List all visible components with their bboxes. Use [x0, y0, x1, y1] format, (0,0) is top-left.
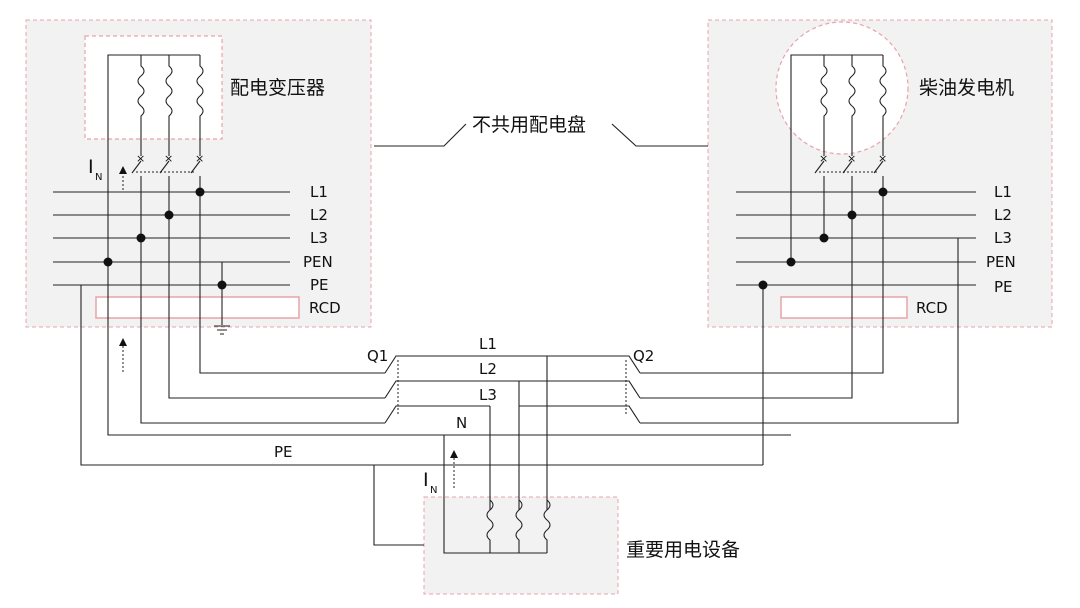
equipment-feeds [373, 356, 551, 554]
right-l2-label: L2 [994, 206, 1012, 224]
generator-windings: × × × [790, 54, 887, 262]
svg-text:×: × [878, 152, 887, 165]
q2-label: Q2 [633, 347, 654, 365]
left-rcd-label: RCD [309, 299, 341, 317]
rcd-right [780, 296, 908, 319]
leader-right [611, 123, 708, 147]
right-rcd-label: RCD [916, 299, 948, 317]
generator-title: 柴油发电机 [919, 77, 1014, 99]
right-l3-label: L3 [994, 229, 1012, 247]
right-l1-label: L1 [994, 183, 1012, 201]
left-l2-label: L2 [310, 206, 328, 224]
current-sub-bottom: N [430, 485, 437, 496]
equipment-box [423, 496, 619, 595]
mid-l3-label: L3 [479, 386, 497, 404]
not-shared-panel-label: 不共用配电盘 [472, 114, 586, 136]
generator-buses [640, 176, 976, 465]
left-pen-label: PEN [303, 253, 333, 271]
svg-text:×: × [136, 152, 145, 165]
transfer-switch-q1 [384, 355, 547, 424]
generator-winding-circle [775, 21, 909, 155]
current-label-bottom: I [423, 469, 429, 491]
svg-text:×: × [164, 152, 173, 165]
equipment-title: 重要用电设备 [626, 539, 740, 561]
q1-label: Q1 [367, 347, 388, 365]
mid-l1-label: L1 [479, 335, 497, 353]
transformer-title: 配电变压器 [230, 77, 325, 99]
mid-pe-label: PE [274, 443, 293, 461]
current-sub-top: N [95, 172, 102, 183]
rcd-left [95, 296, 300, 319]
leader-left [374, 123, 467, 147]
transformer-switches: × × × [131, 152, 385, 424]
right-pe-label: PE [994, 278, 1013, 296]
current-label-top: I [88, 156, 94, 178]
transformer-windings [107, 54, 204, 262]
left-l1-label: L1 [310, 183, 328, 201]
left-pe-label: PE [310, 276, 329, 294]
svg-text:×: × [819, 152, 828, 165]
left-l3-label: L3 [310, 229, 328, 247]
mid-n-label: N [456, 414, 467, 432]
svg-text:×: × [847, 152, 856, 165]
mid-l2-label: L2 [479, 360, 497, 378]
transformer-buses [53, 187, 791, 466]
transfer-switch-q2 [519, 355, 641, 424]
current-arrows [119, 166, 458, 488]
svg-text:×: × [195, 152, 204, 165]
right-pen-label: PEN [986, 253, 1016, 271]
